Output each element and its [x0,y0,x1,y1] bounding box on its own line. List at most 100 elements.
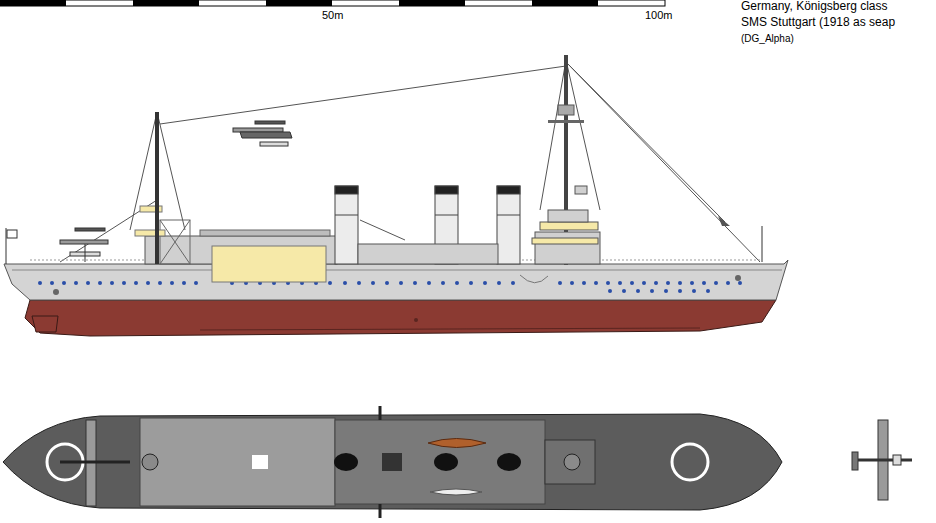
portholes-part [738,281,742,285]
funnels-part [435,215,458,216]
scale-bar [0,0,665,6]
portholes-part [343,281,347,285]
bridge-part [575,186,587,194]
author-credit: (DG_Alpha) [741,33,794,45]
deckhouse-aft-part [160,220,190,264]
hull-top-part [379,504,382,518]
deckhouse-aft-part [135,230,165,236]
funnels-part [435,186,458,194]
hull-top-part [142,454,158,470]
portholes-part [399,281,403,285]
masts-part [548,120,584,123]
funnels-part [497,186,520,194]
seaplane-top-part [852,452,858,470]
scale-bar-part [399,0,465,6]
portholes-part [170,281,174,285]
portholes-part [678,281,682,285]
seaplane-flying-part [240,132,292,138]
portholes-part [62,281,66,285]
portholes-part [690,281,694,285]
portholes-part [654,281,658,285]
seaplane-deck [60,228,108,262]
portholes-part [146,281,150,285]
scale-bar-part [266,0,332,6]
hull-top-part [60,461,130,464]
deckhouse-aft-part [160,220,190,264]
scale-text: 50m [322,9,343,22]
stay-end [718,216,730,226]
scale-bar-part [532,0,598,6]
seaplane-deck-part [60,240,108,244]
funnels-part [335,186,358,194]
scale-text: 100m [645,9,673,22]
hull-top-part [672,444,708,480]
portholes-part [469,281,473,285]
rigging-part [360,220,405,240]
portholes-part [636,289,640,293]
hull-side-part [32,316,58,332]
seaplane-flying-part [233,128,283,132]
scale-bar-part [133,0,199,6]
hull-side-part [414,318,418,322]
portholes-part [134,281,138,285]
portholes-part [182,281,186,285]
seaplane-deck-part [85,244,86,262]
bridge-part [532,238,598,244]
portholes-part [714,281,718,285]
flags [6,226,762,264]
scale-bar-part [0,0,66,6]
portholes-part [582,281,586,285]
bridge-part [548,210,588,222]
portholes-part [622,289,626,293]
bridge [532,186,600,264]
portholes-part [726,281,730,285]
portholes-part [427,281,431,285]
masts-part [155,112,159,264]
bridge-part [535,232,600,264]
hull-top [3,406,782,518]
portholes-part [413,281,417,285]
funnels [335,186,520,264]
portholes-part [594,281,598,285]
portholes-part [441,281,445,285]
hull-top-part [334,453,358,471]
deckhouse-aft-part [212,246,326,282]
portholes-part [110,281,114,285]
rigging [60,60,760,262]
portholes-part [86,281,90,285]
midship-deckhouse [358,244,498,264]
hull-side-part [12,270,782,271]
rigging-part [566,60,600,210]
funnels-part [497,186,520,264]
deckhouse-aft-part [200,230,330,236]
scale-bar-part [0,0,665,6]
seaplane-flying-part [260,142,288,146]
seaplane-flying-part [255,121,285,124]
hull-top-part [545,440,595,484]
deckhouse-aft-part [160,220,190,264]
funnels-part [497,215,520,216]
seaplane-deck-part [75,228,105,231]
flags-part [7,230,17,238]
portholes-part [74,281,78,285]
hull-top-part [430,489,482,495]
hull-side-part [200,328,700,330]
portholes-part [98,281,102,285]
hull-side-part [25,300,776,336]
portholes-part [158,281,162,285]
hull-side-part [53,289,59,295]
portholes-part [497,281,501,285]
seaplane-top-part [852,459,912,462]
portholes-part [511,281,515,285]
hull-top-part [564,454,580,470]
portholes-part [357,281,361,285]
portholes-part [328,281,332,285]
portholes-part [642,281,646,285]
portholes-part [122,281,126,285]
portholes-part [608,289,612,293]
funnels-part [335,186,358,264]
seaplane-top [852,420,912,500]
portholes-part [385,281,389,285]
hull-top-part [382,453,402,471]
